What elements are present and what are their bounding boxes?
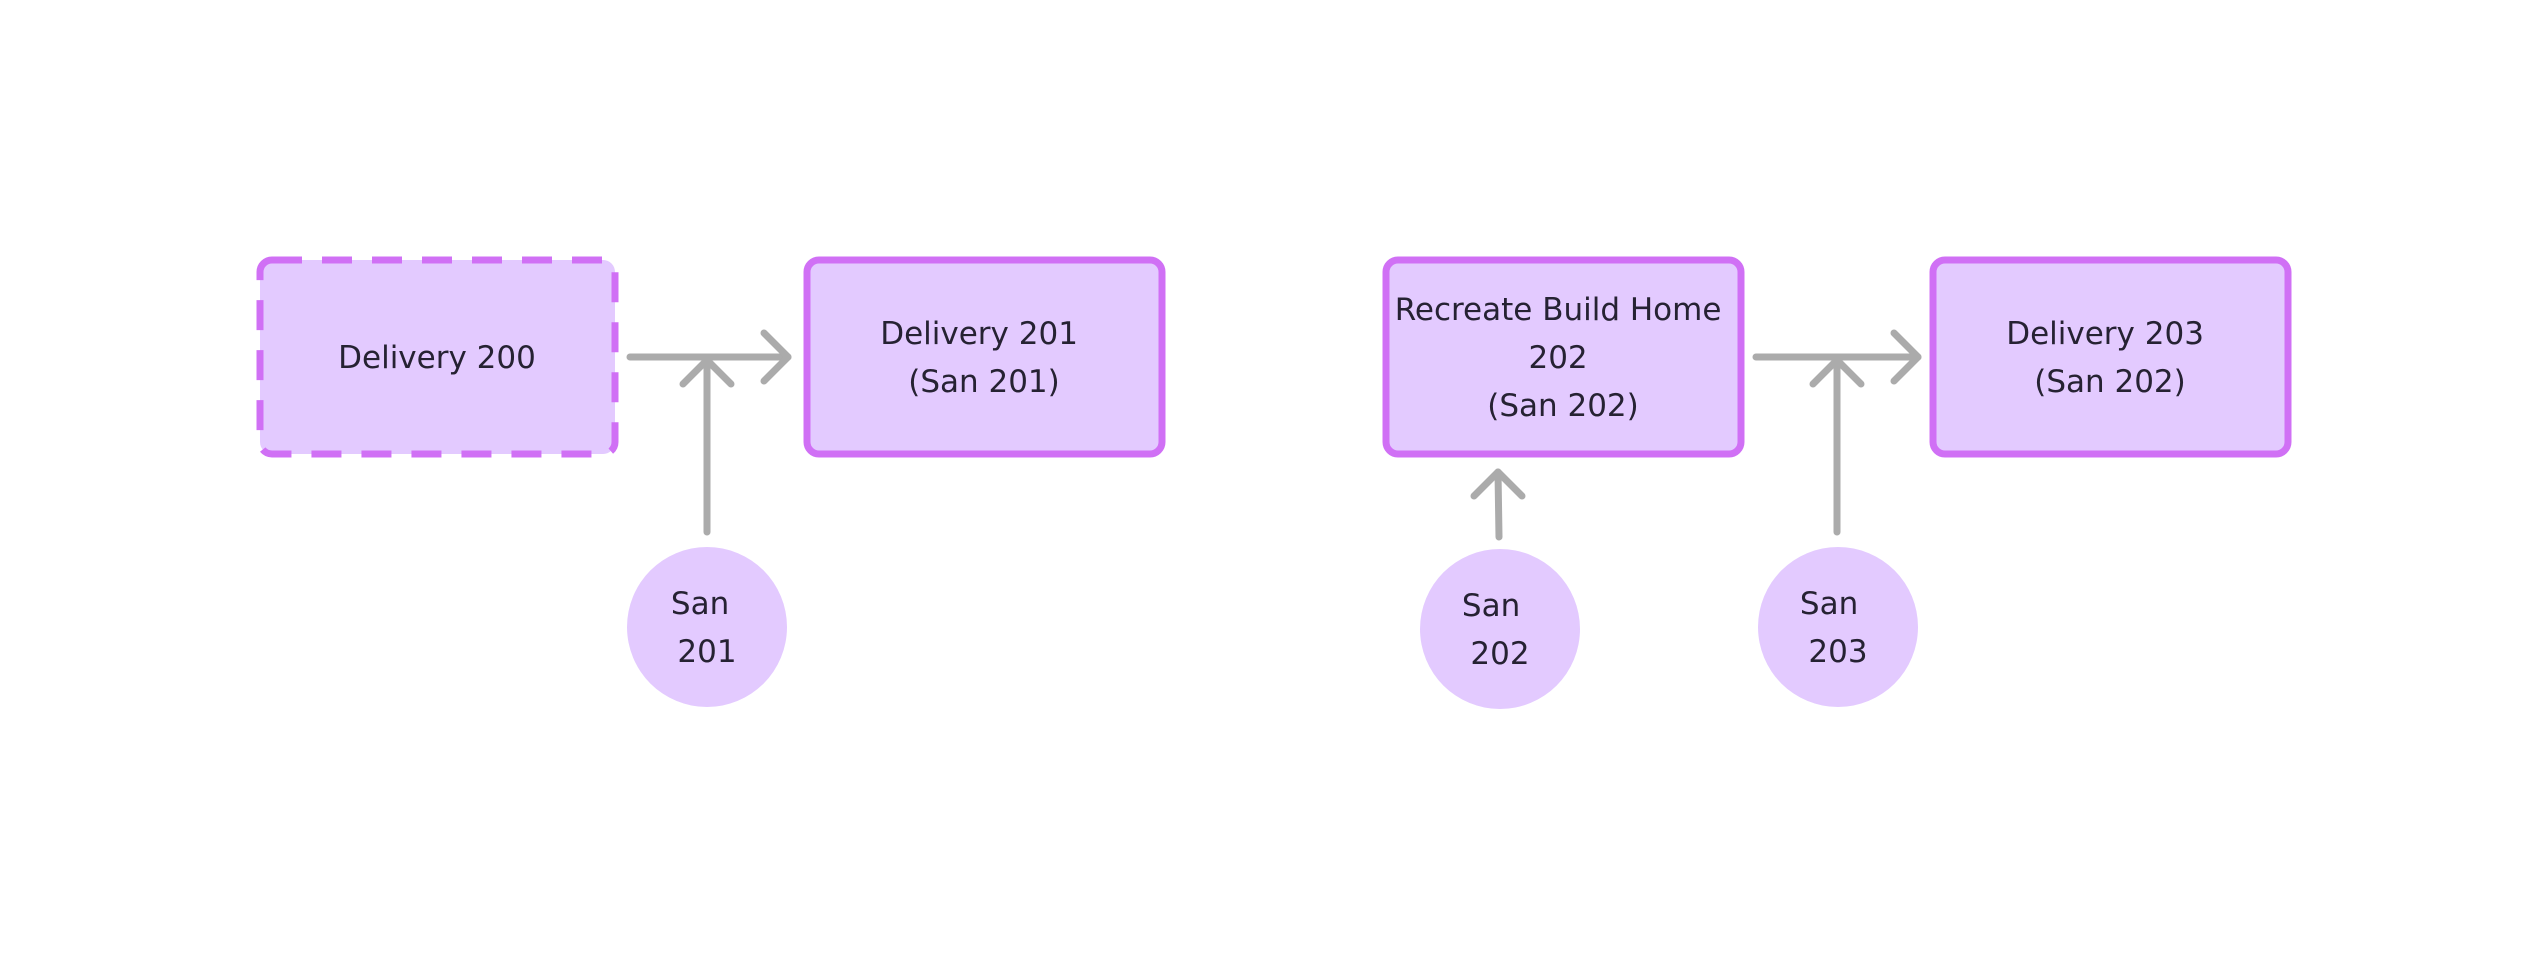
arrow-san-202-to-recreate-202 (1470, 468, 1526, 541)
svg-text:San 202: San 202 (1462, 588, 1530, 672)
node-delivery-203[interactable]: Delivery 203 (San 202) (1929, 256, 2292, 458)
node-delivery-200-line-1: Delivery 200 (338, 340, 536, 376)
svg-text:Delivery 200: Delivery 200 (338, 340, 536, 376)
svg-text:Delivery 203 (San 202): Delivery 203 (San 202) (2006, 316, 2214, 400)
node-delivery-203-line-2: (San 202) (2034, 364, 2186, 400)
node-delivery-201-line-1: Delivery 201 (880, 316, 1078, 352)
node-recreate-build-home-202[interactable]: Recreate Build Home 202 (San 202) (1382, 256, 1745, 458)
node-san-203-line-2: 203 (1808, 634, 1867, 670)
node-san-201[interactable]: San 201 (627, 547, 787, 707)
arrow-delivery-200-to-201 (626, 329, 792, 385)
node-san-203[interactable]: San 203 (1758, 547, 1918, 707)
node-san-202-line-1: San (1462, 588, 1520, 624)
node-recreate-202-line-1: Recreate Build Home (1395, 292, 1722, 328)
node-recreate-202-line-3: (San 202) (1487, 388, 1639, 424)
node-san-201-line-2: 201 (677, 634, 736, 670)
node-delivery-201[interactable]: Delivery 201 (San 201) (803, 256, 1166, 458)
svg-text:San 203: San 203 (1800, 586, 1868, 670)
node-san-201-line-1: San (671, 586, 729, 622)
node-recreate-202-line-2: 202 (1528, 340, 1587, 376)
arrow-san-203-to-main (1809, 356, 1865, 536)
node-san-202-line-2: 202 (1470, 636, 1529, 672)
arrow-san-201-to-main (679, 356, 735, 536)
node-delivery-203-line-1: Delivery 203 (2006, 316, 2204, 352)
node-san-203-line-1: San (1800, 586, 1858, 622)
node-delivery-200[interactable]: Delivery 200 (256, 256, 619, 458)
node-san-202[interactable]: San 202 (1420, 549, 1580, 709)
svg-text:Delivery 201 (San 201): Delivery 201 (San 201) (880, 316, 1088, 400)
svg-text:Recreate Build Home 202: Recreate Build Home 202 (San 202) (1395, 292, 1732, 424)
node-delivery-201-line-2: (San 201) (908, 364, 1060, 400)
svg-text:San 201: San 201 (671, 586, 739, 670)
